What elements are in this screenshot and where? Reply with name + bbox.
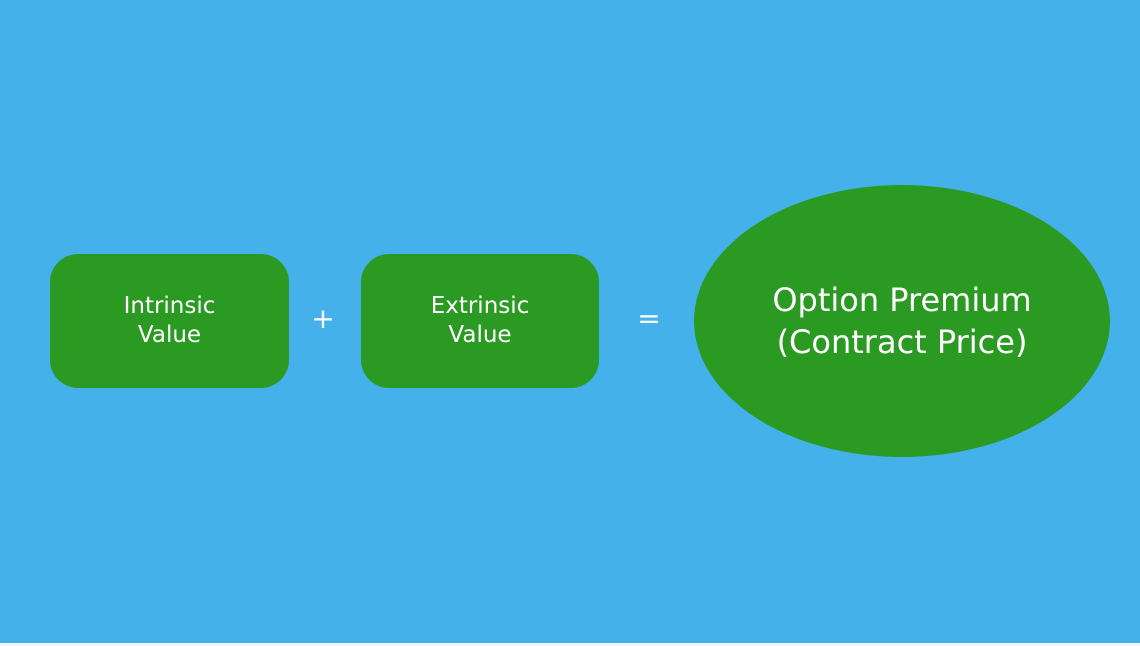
extrinsic-value-box: Extrinsic Value [361, 254, 599, 388]
plus-operator: + [311, 302, 335, 335]
intrinsic-value-label: Intrinsic Value [124, 292, 216, 350]
extrinsic-value-line1: Extrinsic [430, 293, 530, 319]
extrinsic-value-line2: Value [448, 322, 512, 348]
option-premium-line2: (Contract Price) [776, 323, 1028, 361]
bottom-edge-strip [0, 643, 1140, 646]
intrinsic-value-line2: Value [137, 322, 202, 348]
option-premium-line1: Option Premium [772, 281, 1032, 319]
option-premium-label: Option Premium (Contract Price) [772, 279, 1031, 363]
extrinsic-value-label: Extrinsic Value [431, 292, 530, 350]
option-premium-ellipse: Option Premium (Contract Price) [694, 185, 1110, 457]
equals-operator: = [637, 302, 661, 335]
intrinsic-value-box: Intrinsic Value [50, 254, 289, 388]
intrinsic-value-line1: Intrinsic [123, 293, 216, 319]
